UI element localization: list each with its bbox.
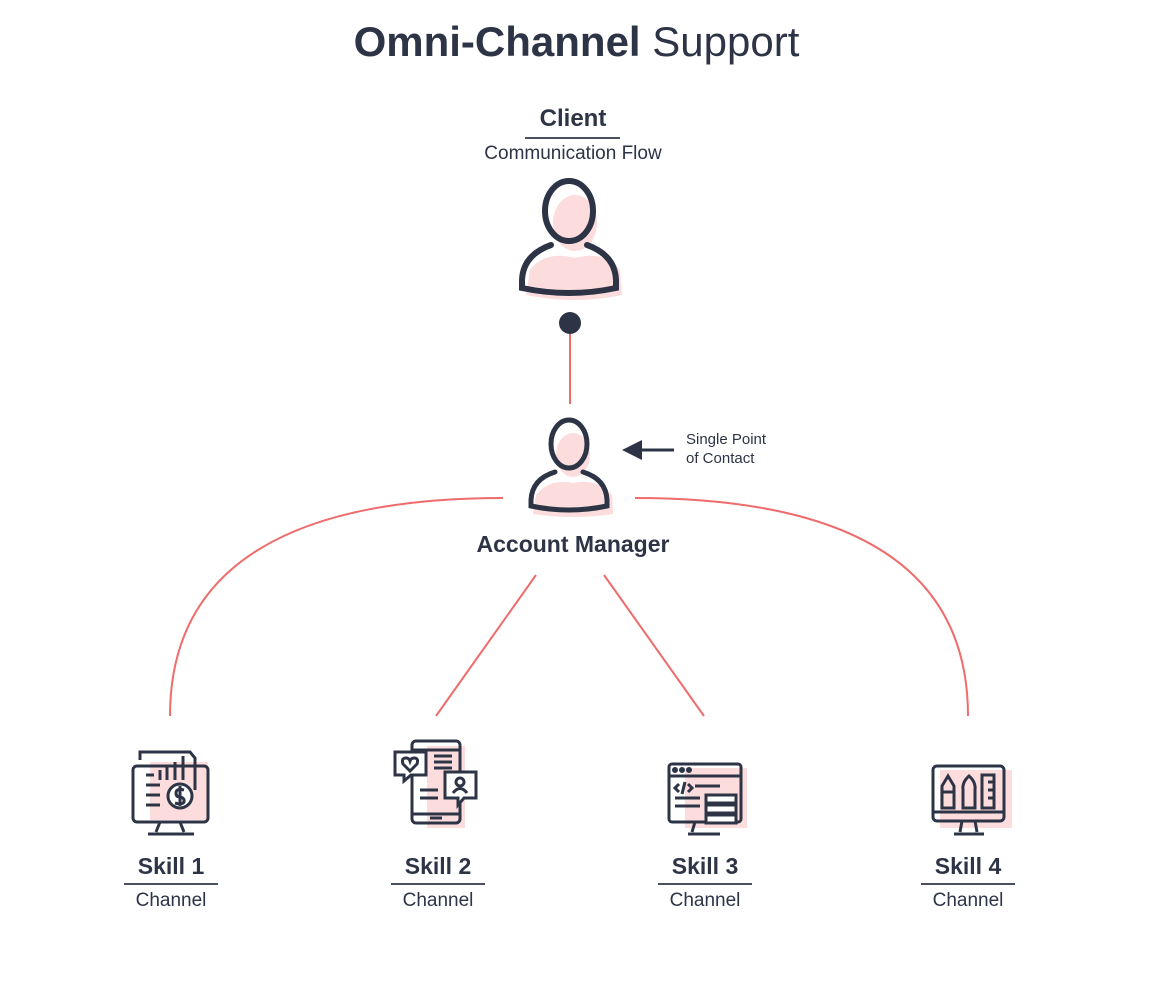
- client-header: Client: [473, 105, 673, 133]
- skill-sublabel: Channel: [669, 890, 741, 911]
- title-light: Support: [652, 18, 800, 65]
- account-manager-person-icon: [528, 417, 613, 517]
- skill-divider: [658, 883, 752, 885]
- mobile-social-icon: [393, 739, 478, 828]
- code-server-icon: [667, 762, 747, 836]
- annotation-line-2: of Contact: [686, 450, 755, 467]
- skill-item: Skill 3 Channel: [605, 853, 805, 912]
- annotation: Single Point of Contact: [686, 430, 826, 468]
- skill-label: Skill 3: [671, 853, 739, 879]
- skill-sublabel: Channel: [402, 890, 474, 911]
- skill-sublabel: Channel: [135, 890, 207, 911]
- connector-skill-1: [169, 497, 504, 717]
- skill-label: Skill 4: [934, 853, 1002, 879]
- skill-item: Skill 4 Channel: [868, 853, 1068, 912]
- page-title: Omni-Channel Support: [0, 18, 1153, 66]
- skill-item: Skill 2 Channel: [338, 853, 538, 912]
- connector-skill-2: [435, 574, 537, 717]
- connector-skill-3: [603, 574, 705, 717]
- skill-label: Skill 1: [137, 853, 205, 879]
- client-divider: [525, 137, 620, 139]
- skill-sublabel: Channel: [932, 890, 1004, 911]
- design-tools-monitor-icon: [931, 764, 1012, 836]
- skill-label: Skill 2: [404, 853, 472, 879]
- client-label: Client: [539, 105, 607, 132]
- annotation-line-1: Single Point: [686, 431, 767, 448]
- client-person-icon: [519, 178, 622, 300]
- title-bold: Omni-Channel: [353, 18, 641, 65]
- connector-skill-4: [634, 497, 969, 717]
- finance-monitor-icon: [131, 750, 210, 836]
- connectors: [169, 332, 969, 717]
- arrow-left-icon: [622, 440, 674, 460]
- client-node-dot: [559, 312, 581, 334]
- skill-item: Skill 1 Channel: [71, 853, 271, 912]
- skill-divider: [921, 883, 1015, 885]
- account-manager-label: Account Manager: [476, 531, 670, 557]
- skill-divider: [391, 883, 485, 885]
- skill-divider: [124, 883, 218, 885]
- client-sublabel: Communication Flow: [484, 143, 662, 164]
